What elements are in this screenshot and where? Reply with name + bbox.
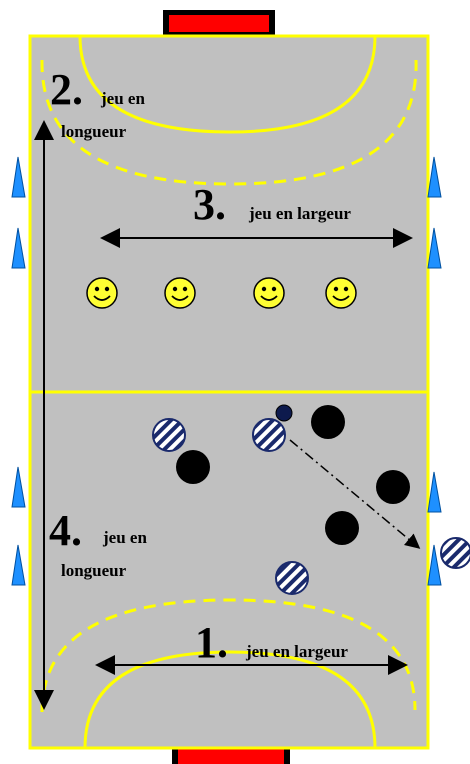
cone-icon (11, 544, 26, 586)
label-2-text-line2: longueur (61, 122, 127, 141)
label-4-number: 4. (49, 506, 82, 555)
defender-disc-icon (311, 405, 345, 439)
defender-disc-icon (325, 511, 359, 545)
cone-icon (11, 156, 26, 198)
label-2-number: 2. (50, 65, 83, 114)
defenders (176, 405, 410, 545)
label-4-text-line2: longueur (61, 561, 127, 580)
top-free-throw-line (40, 59, 418, 186)
top-goal (163, 10, 275, 35)
label-1-text: jeu en largeur (245, 642, 348, 661)
smiley-face-icon (164, 277, 196, 309)
top-goal-area-line (78, 35, 377, 134)
bottom-free-throw-line (40, 598, 417, 713)
cone-icon (11, 227, 26, 269)
striped-attacker-icon (252, 418, 286, 452)
label-4-text-line1: jeu en (102, 528, 147, 547)
pass-line (289, 439, 421, 549)
cone-icon (427, 156, 442, 198)
ball-icon (275, 404, 293, 422)
label-2-text-line1: jeu en (100, 89, 145, 108)
cone-icon (427, 227, 442, 269)
label-3-number: 3. (193, 180, 226, 229)
striped-attacker-icon (275, 561, 309, 595)
smileys (86, 277, 357, 309)
cone-icon (427, 471, 442, 513)
bottom-goal-area-line (83, 650, 377, 749)
smiley-face-icon (253, 277, 285, 309)
attackers (152, 418, 470, 595)
defender-disc-icon (176, 450, 210, 484)
striped-attacker-icon (440, 537, 470, 569)
smiley-face-icon (325, 277, 357, 309)
cone-icon (11, 466, 26, 508)
striped-attacker-icon (152, 418, 186, 452)
label-1-number: 1. (195, 618, 228, 667)
cone-icon (427, 544, 442, 586)
cones (11, 156, 442, 586)
smiley-face-icon (86, 277, 118, 309)
defender-disc-icon (376, 470, 410, 504)
label-3-text: jeu en largeur (248, 204, 351, 223)
